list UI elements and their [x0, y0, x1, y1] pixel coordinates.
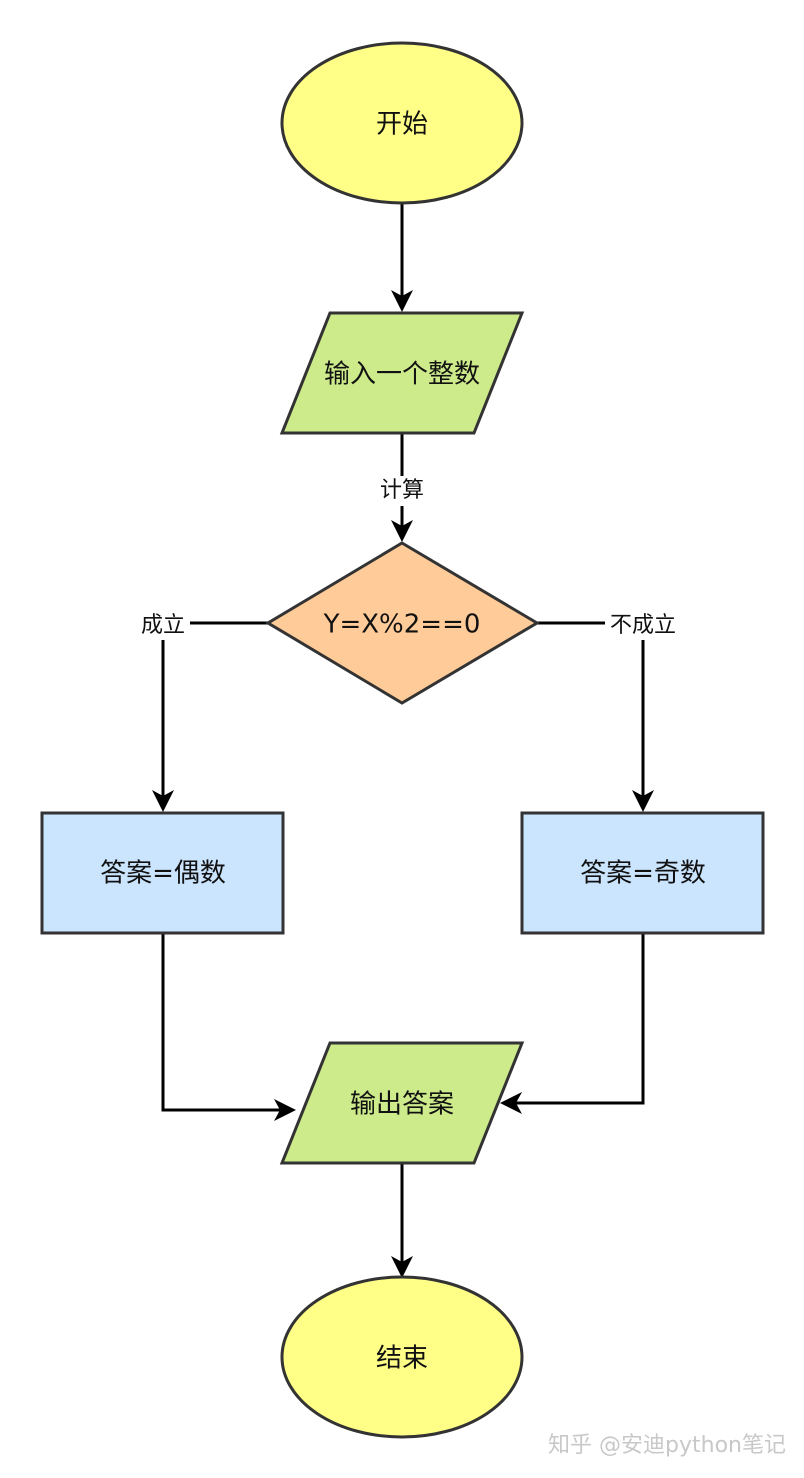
arrowhead-output-left [274, 1099, 296, 1121]
edge-decision-to-odd [537, 621, 645, 800]
arrowhead-output-right [500, 1092, 522, 1114]
watermark: 知乎 @安迪python笔记 [548, 1433, 786, 1458]
decision-diamond-shape [265, 541, 540, 705]
end-label: 结束 [376, 1344, 428, 1374]
even-process-shape [40, 811, 285, 935]
input-label: 输入一个整数 [324, 360, 480, 390]
odd-process-shape [520, 811, 765, 935]
arrowhead-end [391, 1256, 413, 1278]
arrowhead-input [391, 290, 413, 312]
edge-label-compute: 计算 [380, 478, 424, 503]
arrowhead-even [152, 790, 174, 812]
edge-label-false: 不成立 [610, 613, 676, 638]
odd-label: 答案=奇数 [580, 859, 706, 889]
output-label: 输出答案 [350, 1090, 454, 1120]
decision-label: Y=X%2==0 [323, 610, 481, 640]
node-odd: 答案=奇数 [520, 811, 765, 935]
edge-odd-to-output [512, 933, 645, 1105]
output-parallelogram-shape [279, 1041, 525, 1165]
input-parallelogram-shape [279, 311, 525, 435]
node-input: 输入一个整数 [279, 311, 525, 435]
start-terminator-shape [280, 41, 524, 205]
node-decision: Y=X%2==0 [265, 541, 540, 705]
edge-even-to-output [161, 933, 285, 1112]
start-label: 开始 [376, 110, 428, 140]
arrowhead-decision [391, 520, 413, 542]
edge-labels: 计算 成立 不成立 [136, 476, 681, 640]
node-even: 答案=偶数 [40, 811, 285, 935]
edge-decision-to-even [161, 621, 268, 800]
edge-label-true: 成立 [141, 613, 185, 638]
node-output: 输出答案 [279, 1041, 525, 1165]
end-terminator-shape [280, 1275, 524, 1439]
node-start: 开始 [280, 41, 524, 205]
node-end: 结束 [280, 1275, 524, 1439]
arrowhead-odd [632, 790, 654, 812]
even-label: 答案=偶数 [100, 859, 226, 889]
